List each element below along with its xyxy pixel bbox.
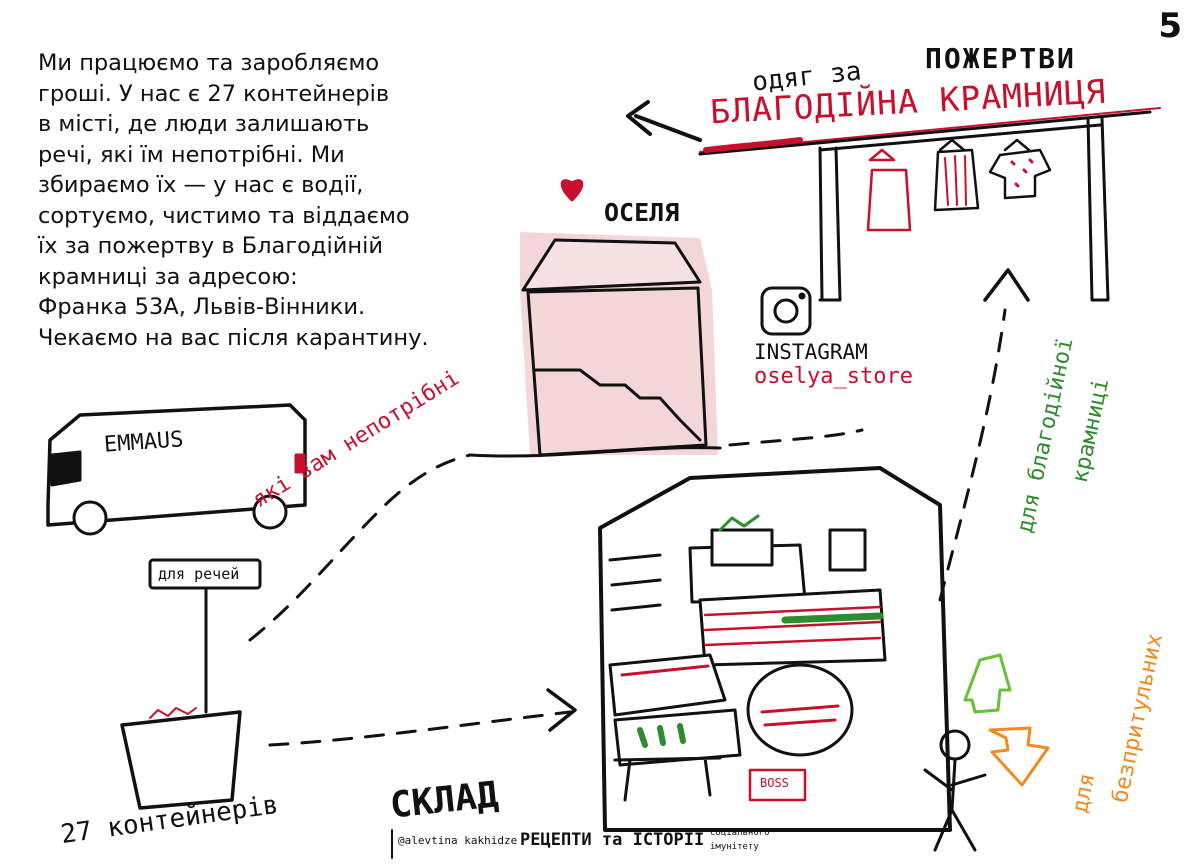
instagram-icon (760, 286, 812, 336)
van (46, 403, 307, 536)
intro-text: Ми працюємо та заробляємо гроші. У нас є… (38, 48, 508, 353)
person-figure (923, 729, 987, 852)
intro-line: крамниці за адресою: (38, 263, 298, 290)
heart-icon (560, 179, 584, 202)
label-donation: ПОЖЕРТВИ (925, 42, 1076, 75)
label-immunity-1: соціального (710, 828, 770, 838)
warehouse (598, 466, 952, 832)
label-box: BOSS (760, 776, 789, 790)
clothes-rack (698, 107, 1161, 302)
ground-line (468, 446, 722, 458)
arrow-up-icon (938, 268, 1030, 602)
label-instagram: INSTAGRAM (754, 340, 868, 364)
intro-line: Чекаємо на вас після карантину. (38, 324, 429, 351)
intro-line: в місті, де люди залишають (38, 111, 370, 137)
page-number: 5 (1158, 6, 1182, 46)
container-bin (120, 707, 242, 810)
intro-line: Ми працюємо та заробляємо (38, 50, 380, 76)
label-recipes: РЕЦЕПТИ та ІСТОРІЇ (520, 830, 705, 850)
oselya-house (520, 179, 718, 457)
intro-line: Франка 53А, Львів-Вінники. (38, 294, 366, 320)
label-oselya: ОСЕЛЯ (604, 198, 680, 227)
green-arrow-icon (963, 653, 1012, 714)
dashed-path-home (248, 453, 472, 642)
orange-arrow-icon (988, 726, 1050, 787)
label-sign: для речей (158, 565, 240, 583)
red-accent (703, 137, 803, 153)
intro-line: збираємо їх — у нас є водії, (38, 172, 364, 198)
arrow-left-icon (626, 100, 702, 142)
sign (148, 558, 262, 714)
label-credit: @alevtina kakhidze (398, 834, 518, 847)
label-immunity-2: імунітету (710, 842, 759, 852)
intro-line: гроші. У нас є 27 контейнерів (38, 80, 390, 107)
dashed-path-street (728, 428, 864, 447)
intro-line: речі, які їм непотрібні. Ми (38, 141, 345, 168)
arrow-right-icon (268, 688, 577, 747)
intro-line: їх за пожертву в Благодійній (38, 233, 383, 259)
label-instagram-handle: oselya_store (754, 364, 913, 389)
intro-line: сортуємо, чистимо та віддаємо (38, 202, 410, 229)
